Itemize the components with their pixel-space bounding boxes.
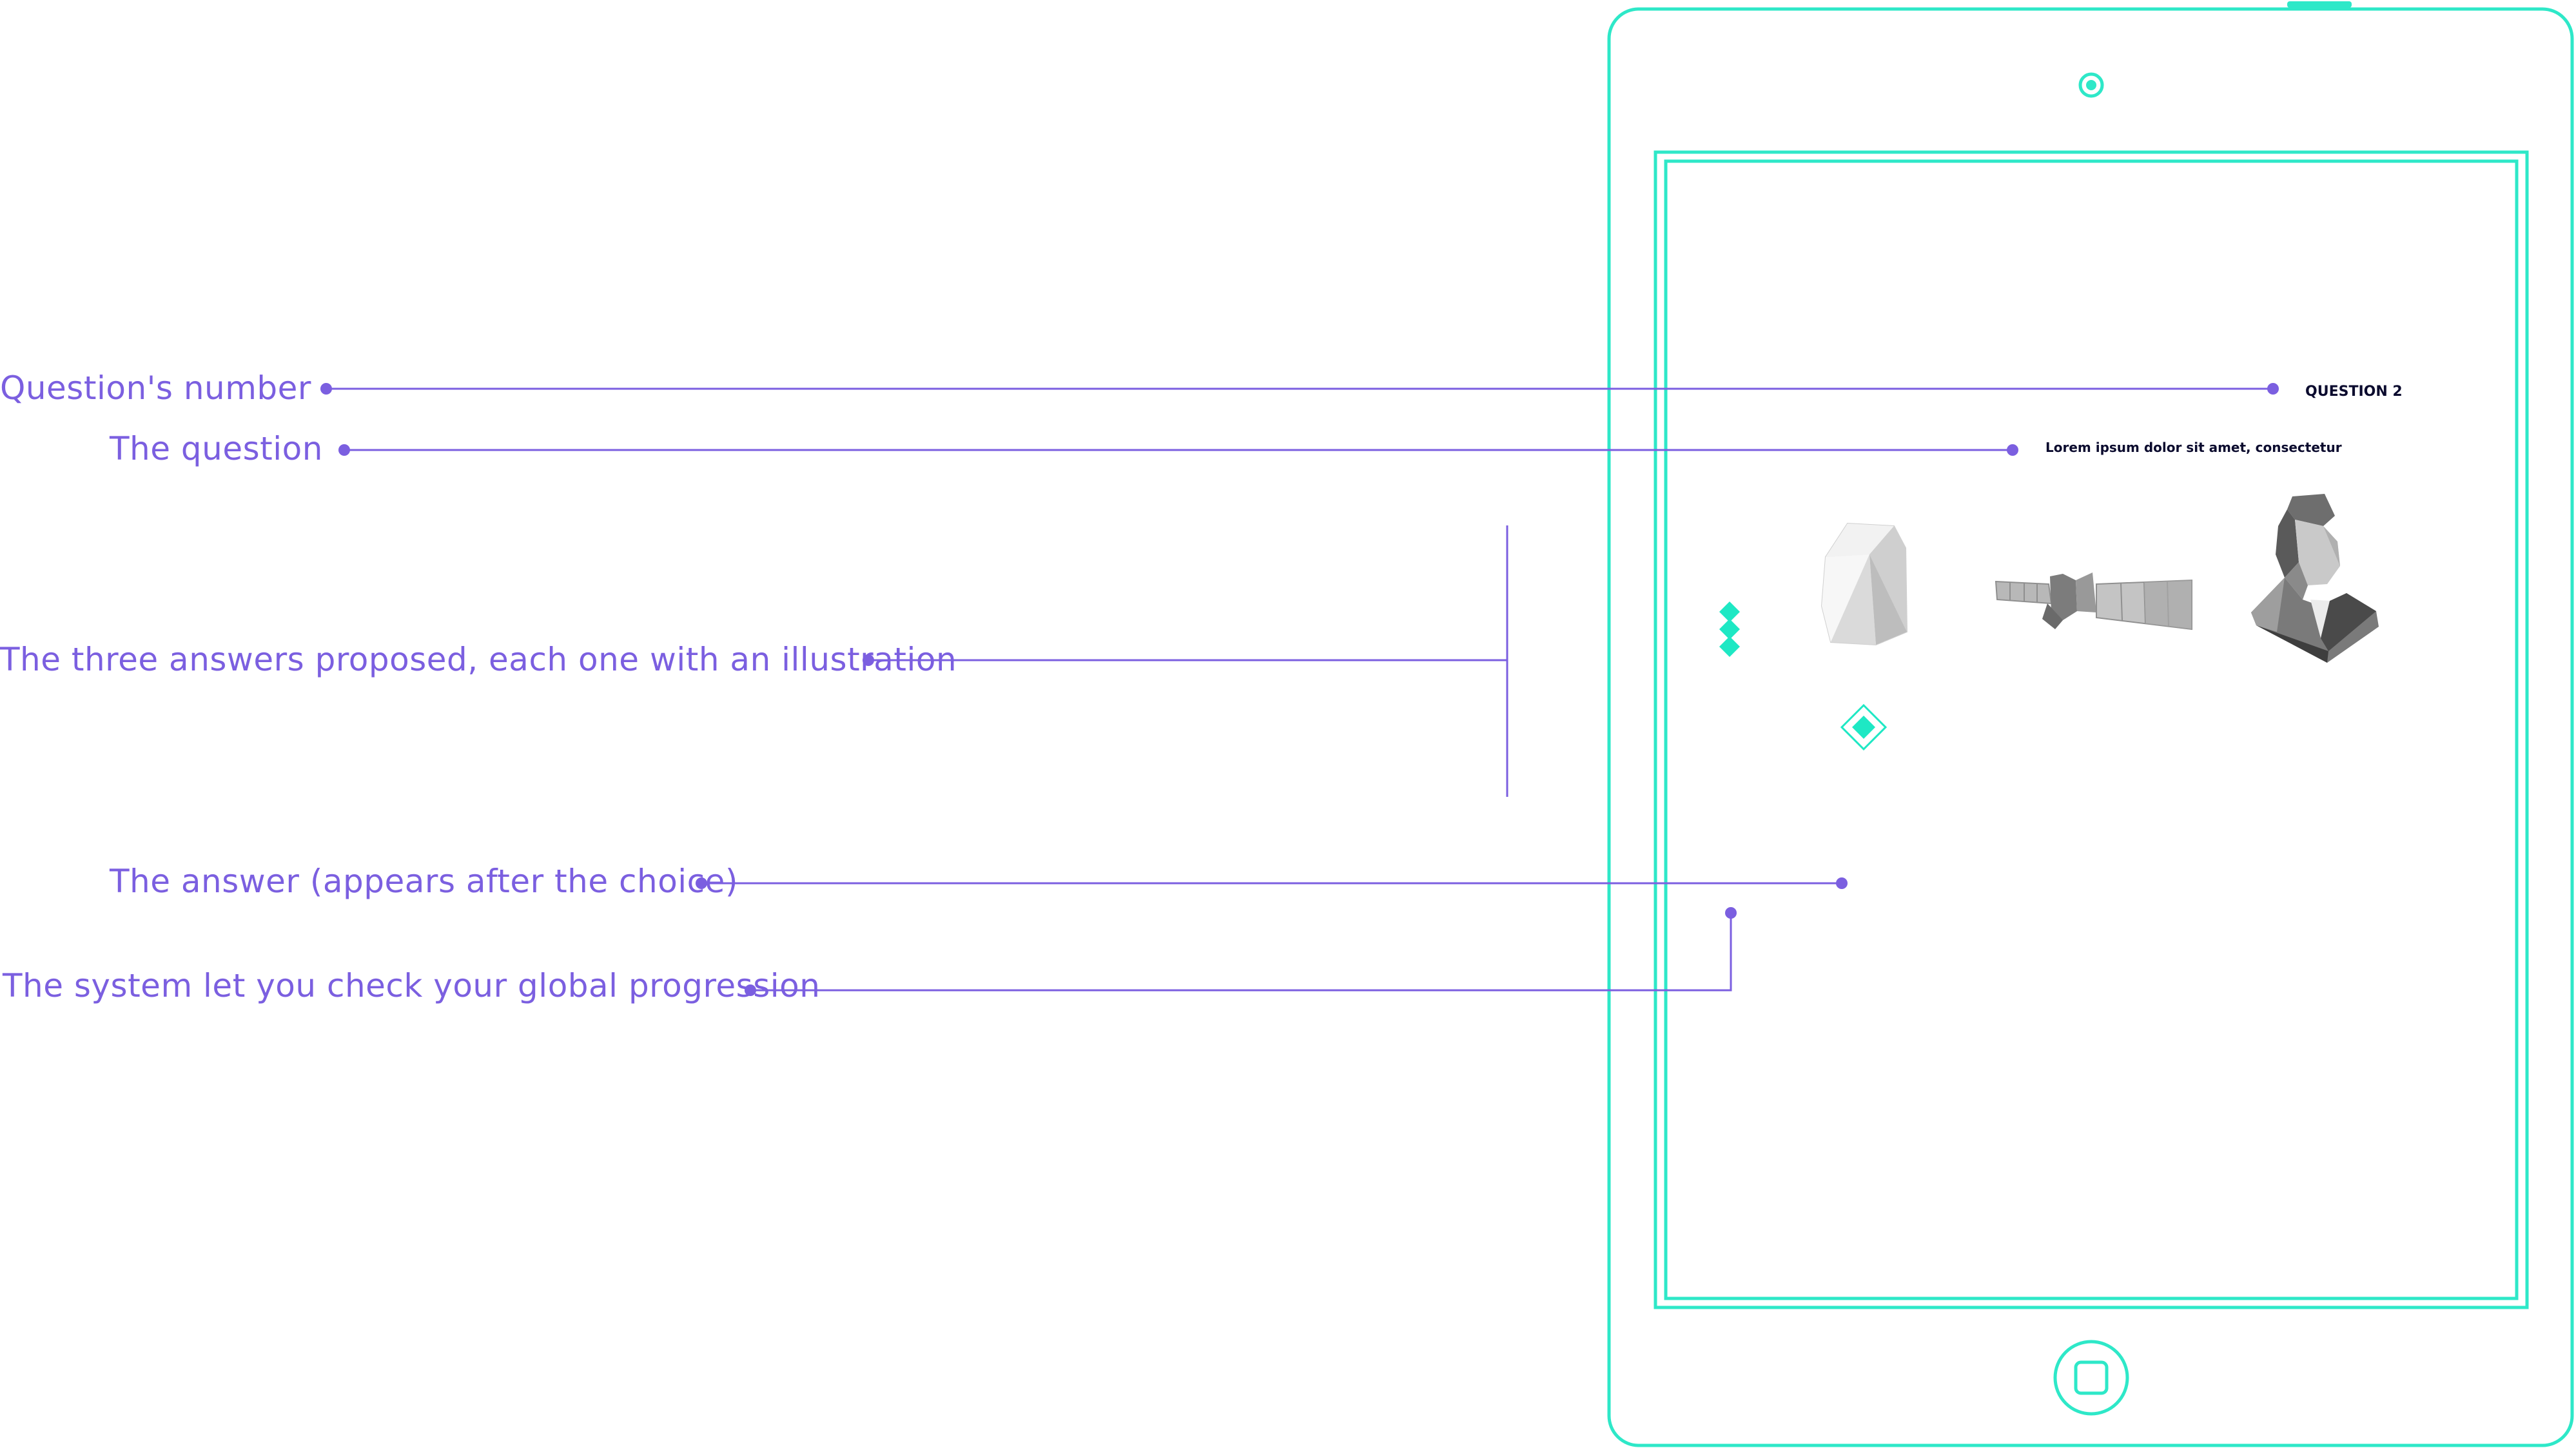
diamond-marker-icon <box>1840 703 1888 751</box>
leader-progression <box>750 913 1732 992</box>
screen-outer-frame <box>1654 150 2529 1309</box>
progress-indicator <box>1719 602 1740 657</box>
progress-step-3 <box>1719 636 1740 657</box>
tablet-power-button <box>2287 1 2352 8</box>
progress-step-2 <box>1719 619 1740 640</box>
tablet-device <box>1607 1 2574 1447</box>
annotation-answers: The three answers proposed, each one wit… <box>0 641 957 678</box>
annotation-question: The question <box>109 430 323 467</box>
annotation-progression: The system let you check your global pro… <box>2 967 820 1004</box>
tablet-body <box>1607 7 2574 1447</box>
gem-icon[interactable] <box>1820 522 1908 646</box>
portrait-bust-icon[interactable] <box>2251 494 2379 663</box>
question-text: Lorem ipsum dolor sit amet, consectetur <box>2045 440 2342 455</box>
camera-icon <box>2078 72 2104 98</box>
annotation-lines <box>320 383 2279 996</box>
question-number: QUESTION 2 <box>2305 384 2403 400</box>
progress-step-1 <box>1719 602 1740 622</box>
annotation-answer: The answer (appears after the choice) <box>109 863 738 900</box>
screen-inner-frame <box>1664 159 2519 1300</box>
home-button-icon[interactable] <box>2053 1340 2129 1416</box>
annotation-question-number: Question's number <box>0 369 311 407</box>
satellite-icon[interactable] <box>1995 572 2192 631</box>
